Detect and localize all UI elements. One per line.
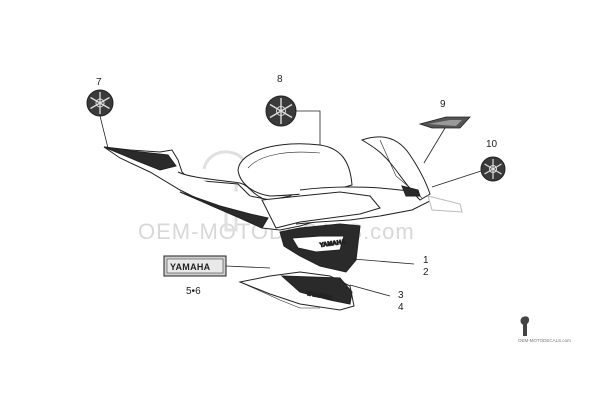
leader-5-6 (225, 265, 271, 269)
yamaha-emblem-5-6: YAMAHA (163, 255, 227, 277)
side-fairing-panel: YAMAHA (279, 223, 361, 273)
callout-4: 4 (398, 302, 404, 313)
emblem-7 (86, 89, 114, 117)
callout-3: 3 (398, 290, 404, 301)
callout-2: 2 (423, 267, 429, 278)
emblem-text: YAMAHA (170, 262, 211, 272)
lower-decal-text: YAMAHA (306, 291, 333, 302)
callout-10: 10 (486, 139, 498, 150)
leader-7 (99, 115, 109, 149)
callout-7: 7 (96, 77, 102, 88)
watermark-small: OEM-MOTODECALS.com (518, 316, 571, 343)
callout-5-6: 5•6 (186, 286, 201, 297)
decal-9 (418, 116, 471, 129)
emblem-10 (480, 156, 506, 182)
fairing-decal-text: YAMAHA (319, 239, 346, 249)
emblem-8 (265, 95, 297, 127)
leader-10 (431, 170, 482, 188)
lower-cowl: YAMAHA (238, 271, 355, 311)
leader-8 (296, 110, 321, 160)
callout-8: 8 (277, 74, 283, 85)
callout-9: 9 (440, 99, 446, 110)
leader-1-2 (352, 258, 415, 265)
motorcycle-bodywork (103, 136, 463, 231)
watermark-small-text: OEM-MOTODECALS.com (518, 338, 571, 343)
callout-1: 1 (423, 255, 429, 266)
leader-3-4 (349, 284, 391, 297)
leader-9 (423, 127, 446, 164)
